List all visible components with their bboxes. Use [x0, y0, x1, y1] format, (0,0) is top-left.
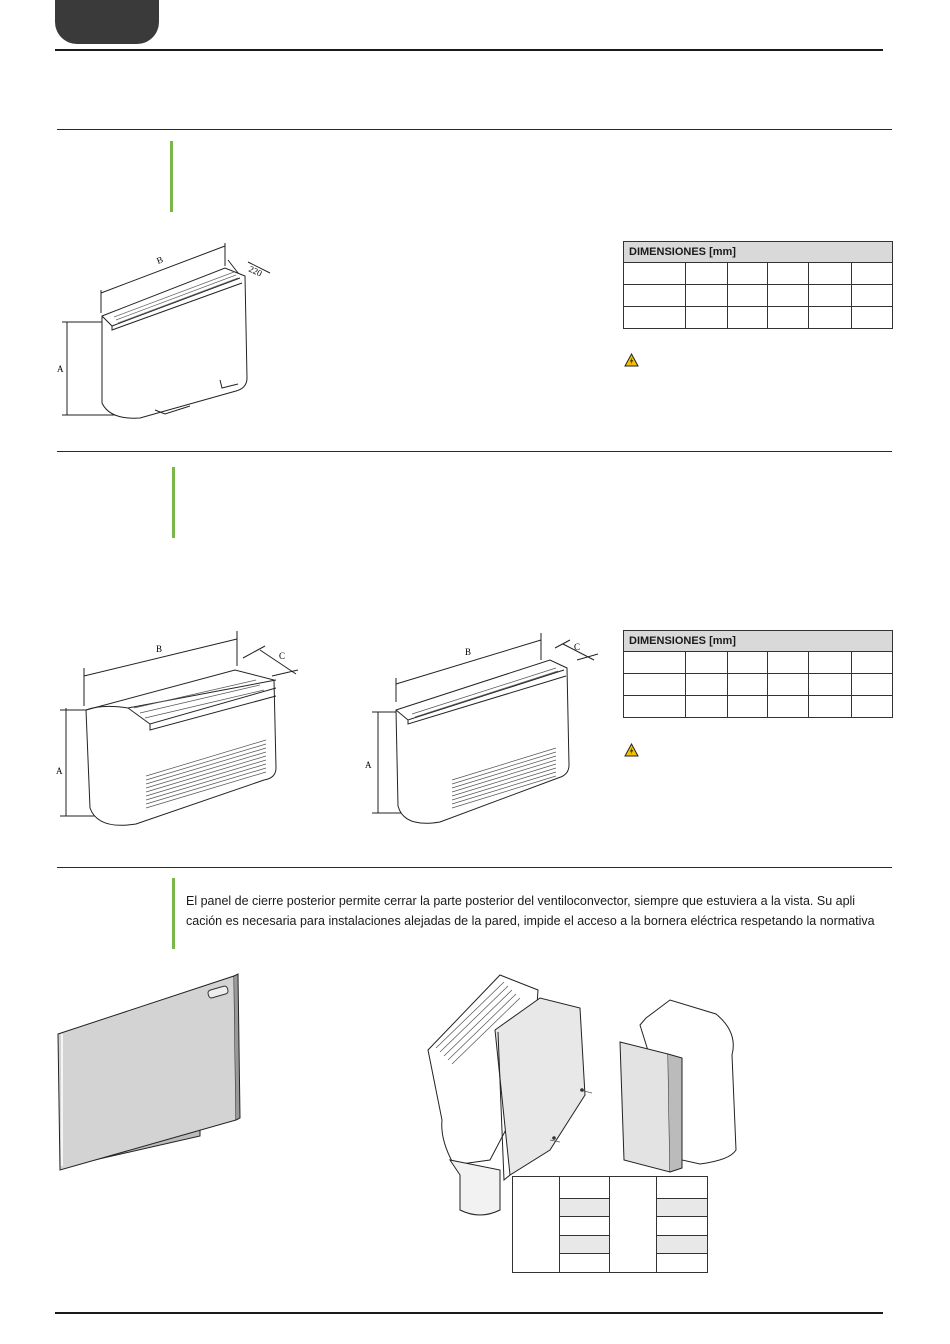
footer-rule [55, 1312, 883, 1314]
section2-divider [57, 451, 892, 452]
figure1-label-b: B [155, 254, 164, 265]
header-rule [55, 49, 883, 51]
figure3-label-c: C [574, 642, 580, 652]
section3-paragraph-line1: El panel de cierre posterior permite cer… [186, 894, 856, 908]
figure3-drawing: B C A [365, 633, 599, 824]
chapter-tab [55, 0, 159, 44]
section3-accent-bar [172, 878, 175, 949]
figure1-label-a: A [57, 364, 64, 374]
section3-paragraph-line2: cación es necesaria para instalaciones a… [186, 914, 875, 928]
figure1-drawing: B 220 A [57, 243, 271, 419]
figure2-drawing: B C A [56, 631, 299, 826]
section2-accent-bar [172, 467, 175, 538]
figure2-label-b: B [156, 644, 162, 654]
installation-drawing [427, 974, 737, 1216]
dimensions-table-2: DIMENSIONES [mm] [623, 630, 893, 718]
warning-icon [624, 743, 639, 757]
parts-table [512, 1176, 708, 1273]
dimensions-table-header: DIMENSIONES [mm] [623, 241, 893, 263]
warning-icon [624, 353, 639, 367]
section1-accent-bar [170, 141, 173, 212]
figure3-label-a: A [365, 760, 372, 770]
dimensions-table-header: DIMENSIONES [mm] [623, 630, 893, 652]
rear-panel-drawing [57, 973, 241, 1171]
figure2-label-a: A [56, 766, 63, 776]
figure3-label-b: B [465, 647, 471, 657]
section1-divider [57, 129, 892, 130]
dimensions-table-1: DIMENSIONES [mm] [623, 241, 893, 329]
section3-divider [57, 867, 892, 868]
figure1-label-depth: 220 [247, 264, 264, 279]
figure2-label-c: C [279, 651, 285, 661]
